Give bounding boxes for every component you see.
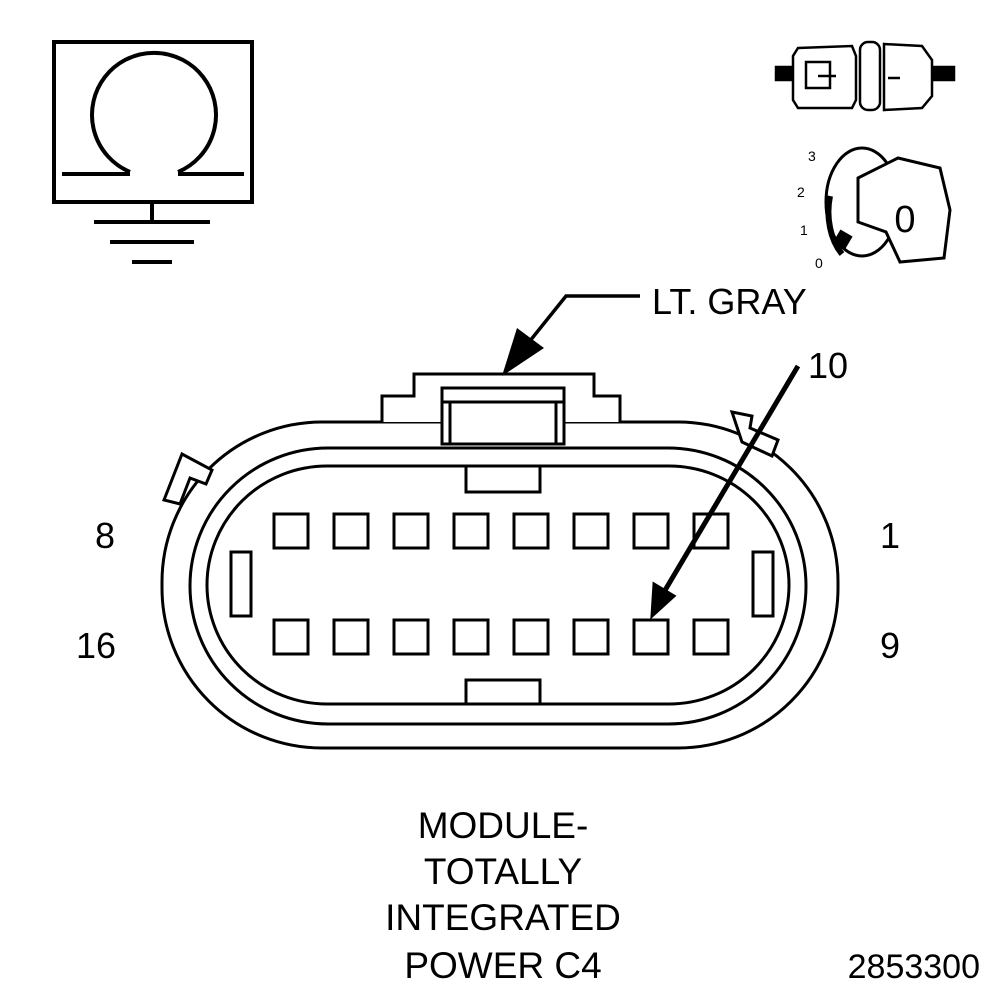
pin-cavity xyxy=(272,512,310,550)
title-line-3: INTEGRATED xyxy=(385,897,621,938)
pin-cavity xyxy=(392,618,430,656)
pin-cavity xyxy=(452,512,490,550)
switch-position-3: 3 xyxy=(808,148,816,164)
title-line-4: POWER C4 xyxy=(404,945,601,986)
pin-cavity xyxy=(332,618,370,656)
connector-housing xyxy=(160,372,840,750)
ignition-key-icon: 0 3 2 1 0 xyxy=(797,146,952,271)
pin-number-9: 9 xyxy=(880,625,900,666)
pin-callout-number: 10 xyxy=(808,345,848,386)
pin-number-1: 1 xyxy=(880,515,900,556)
pin-cavity xyxy=(272,618,310,656)
pin-cavity xyxy=(452,618,490,656)
pin-cavity xyxy=(572,618,610,656)
pin-cavity xyxy=(332,512,370,550)
color-callout: LT. GRAY xyxy=(502,281,807,376)
title-line-2: TOTALLY xyxy=(424,851,582,892)
pin-cavity xyxy=(692,618,730,656)
ohmmeter-icon xyxy=(52,40,254,204)
pin-callout: 10 xyxy=(650,345,848,620)
pin-cavities xyxy=(272,512,730,656)
connector-color-label: LT. GRAY xyxy=(652,281,807,322)
switch-position-2: 2 xyxy=(797,184,805,200)
pin-cavity xyxy=(572,512,610,550)
key-position-label: 0 xyxy=(894,199,915,241)
pin-number-16: 16 xyxy=(76,625,116,666)
pin-cavity xyxy=(512,618,550,656)
pin-cavity xyxy=(392,512,430,550)
switch-position-0: 0 xyxy=(815,255,823,271)
pin-cavity xyxy=(632,618,670,656)
pin-cavity xyxy=(512,512,550,550)
pin-number-8: 8 xyxy=(95,515,115,556)
connector-icon xyxy=(774,40,956,112)
title-line-1: MODULE- xyxy=(418,805,589,846)
switch-position-1: 1 xyxy=(800,222,808,238)
figure-number: 2853300 xyxy=(848,948,980,986)
pin-cavity xyxy=(632,512,670,550)
connector-title: MODULE- TOTALLY INTEGRATED POWER C4 xyxy=(385,805,621,986)
ground-icon xyxy=(94,202,210,264)
